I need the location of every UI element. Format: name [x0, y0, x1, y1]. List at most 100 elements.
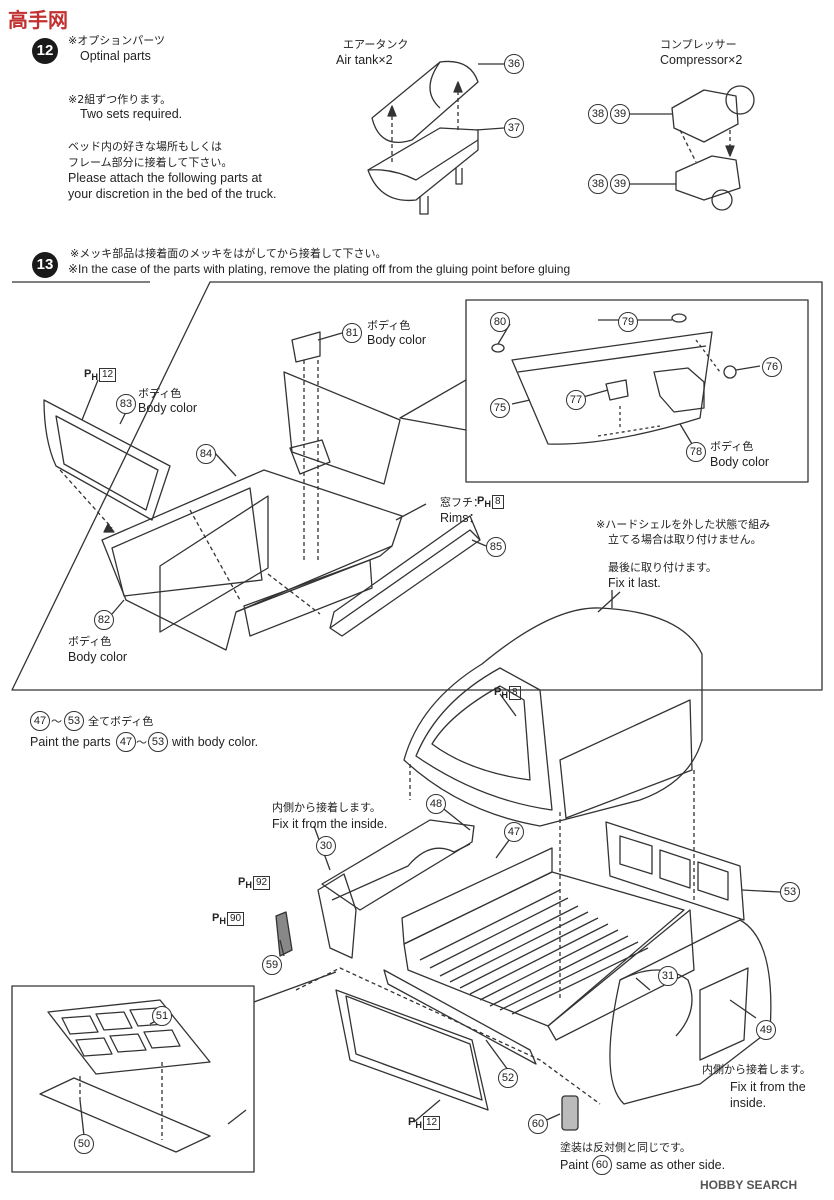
- body-color-jp-81: ボディ色: [367, 319, 411, 332]
- ph-sub: H: [415, 1120, 422, 1131]
- ph-box: 12: [422, 1116, 441, 1130]
- step-12-number: 12: [32, 38, 58, 64]
- ph-label: P: [408, 1116, 416, 1128]
- rims-jp: 窓フチ：: [440, 496, 484, 509]
- plating-note-en: ※In the case of the parts with plating, …: [68, 262, 571, 276]
- part-79: 79: [618, 312, 638, 332]
- ph-label: P: [84, 368, 92, 380]
- watermark-logo: 高手网: [8, 8, 68, 32]
- part-52: 52: [498, 1068, 518, 1088]
- part-37: 37: [504, 118, 524, 138]
- ph-box: 8: [491, 495, 504, 509]
- hardshell-note-jp-2: 立てる場合は取り付けません。: [608, 533, 762, 546]
- part-80: 80: [490, 312, 510, 332]
- sets-required-jp: ※2組ずつ作ります。: [68, 93, 172, 106]
- ph-sub: H: [501, 690, 508, 701]
- part-82: 82: [94, 610, 114, 630]
- part-50: 50: [74, 1134, 94, 1154]
- body-color-jp-83: ボディ色: [138, 387, 182, 400]
- part-76: 76: [762, 357, 782, 377]
- ph-sub: H: [91, 372, 98, 383]
- part-53-en: 53: [148, 732, 168, 752]
- step-13-number: 13: [32, 252, 58, 278]
- paint-en-post: with body color.: [172, 735, 259, 749]
- fix-last-en: Fix it last.: [608, 576, 661, 590]
- part-49: 49: [756, 1020, 776, 1040]
- inside-note-en-31a: Fix it from the: [730, 1080, 806, 1094]
- part-30: 30: [316, 836, 336, 856]
- ph-box: 8: [508, 686, 521, 700]
- ph-sub: H: [484, 499, 491, 510]
- rims-en: Rims：: [440, 511, 481, 525]
- ph-box: 92: [252, 876, 271, 890]
- part-38-top: 38: [588, 104, 608, 124]
- ph-label: P: [238, 876, 246, 888]
- part-53: 53: [780, 882, 800, 902]
- air-tank-en: Air tank×2: [336, 53, 393, 67]
- part-78: 78: [686, 442, 706, 462]
- body-color-en-82: Body color: [68, 650, 128, 664]
- part-47-en: 47: [116, 732, 136, 752]
- part-47-note: 47: [30, 711, 50, 731]
- ph-label: P: [494, 686, 502, 698]
- attach-en-2: your discretion in the bed of the truck.: [68, 187, 277, 201]
- body-color-en-81: Body color: [367, 333, 427, 347]
- part-48: 48: [426, 794, 446, 814]
- ph-label: P: [477, 495, 485, 507]
- tilde-1: ～: [51, 715, 62, 728]
- attach-jp-1: ベッド内の好きな場所もしくは: [68, 140, 222, 153]
- paint-60-post: same as other side.: [616, 1158, 726, 1172]
- paint-jp: 全てボディ色: [88, 715, 154, 728]
- ph-box: 12: [98, 368, 117, 382]
- part-39-bottom: 39: [610, 174, 630, 194]
- part-83: 83: [116, 394, 136, 414]
- ph-sub: H: [219, 916, 226, 927]
- part-84: 84: [196, 444, 216, 464]
- body-color-en-83: Body color: [138, 401, 198, 415]
- part-60-note: 60: [592, 1155, 612, 1175]
- inside-note-jp-31: 内側から接着します。: [702, 1063, 811, 1076]
- body-color-jp-78: ボディ色: [710, 440, 754, 453]
- compressor-en: Compressor×2: [660, 53, 743, 67]
- part-38-bottom: 38: [588, 174, 608, 194]
- tilde-2: ～: [136, 736, 147, 749]
- plating-note-jp: ※メッキ部品は接着面のメッキをはがしてから接着して下さい。: [70, 247, 387, 260]
- part-81: 81: [342, 323, 362, 343]
- watermark-hobby-search: HOBBY SEARCH: [700, 1178, 798, 1192]
- part-59: 59: [262, 955, 282, 975]
- paint-en-pre: Paint the parts: [30, 735, 111, 749]
- part-85: 85: [486, 537, 506, 557]
- optional-parts-jp: ※オプションパーツ: [68, 34, 165, 47]
- part-51: 51: [152, 1006, 172, 1026]
- body-color-jp-82: ボディ色: [68, 635, 112, 648]
- sets-required-en: Two sets required.: [80, 107, 183, 121]
- attach-jp-2: フレーム部分に接着して下さい。: [68, 156, 233, 169]
- part-60: 60: [528, 1114, 548, 1134]
- paint-60-jp: 塗装は反対側と同じです。: [560, 1141, 691, 1154]
- inside-note-jp-30: 内側から接着します。: [272, 801, 381, 814]
- inside-note-en-31b: inside.: [730, 1096, 767, 1110]
- body-color-en-78: Body color: [710, 455, 770, 469]
- part-36: 36: [504, 54, 524, 74]
- optional-parts-en: Optinal parts: [80, 49, 151, 63]
- part-31: 31: [658, 966, 678, 986]
- paint-60-pre: Paint: [560, 1158, 589, 1172]
- part-47: 47: [504, 822, 524, 842]
- part-77: 77: [566, 390, 586, 410]
- part-53-note: 53: [64, 711, 84, 731]
- air-tank-jp: エアータンク: [343, 38, 409, 51]
- part-39-top: 39: [610, 104, 630, 124]
- attach-en-1: Please attach the following parts at: [68, 171, 262, 185]
- ph-label: P: [212, 912, 220, 924]
- ph-sub: H: [245, 880, 252, 891]
- part-75: 75: [490, 398, 510, 418]
- ph-box: 90: [226, 912, 245, 926]
- inside-note-en-30: Fix it from the inside.: [272, 817, 388, 831]
